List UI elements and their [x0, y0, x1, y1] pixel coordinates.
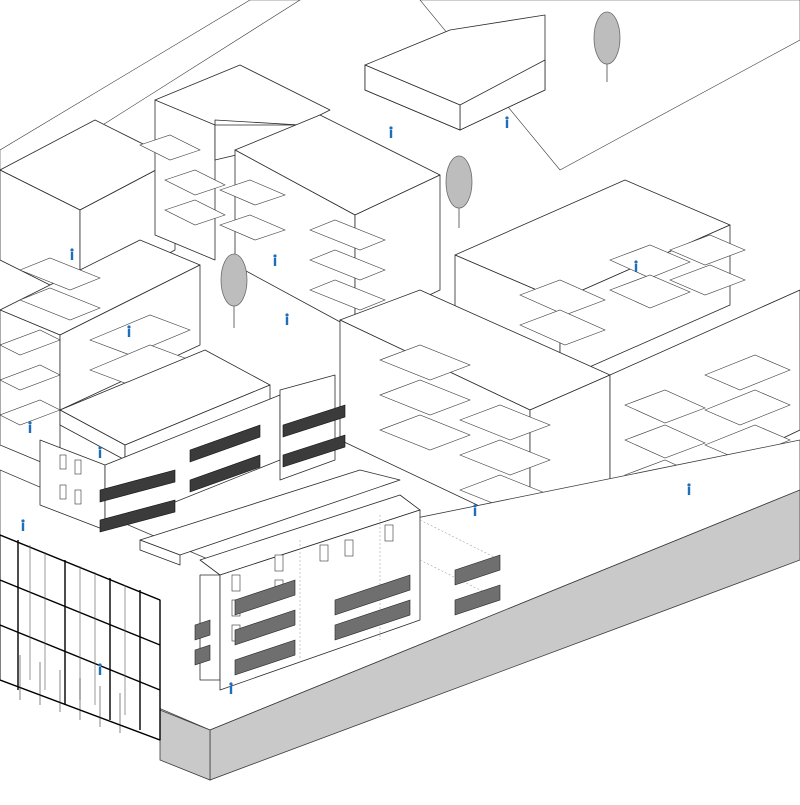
tree-icon	[593, 11, 621, 82]
person-figure-icon	[21, 519, 25, 531]
person-figure-icon	[70, 248, 74, 260]
person-figure-icon	[98, 446, 102, 458]
section-cut	[0, 534, 161, 741]
person-figure-icon	[28, 421, 32, 433]
townhouse-row	[194, 494, 501, 691]
person-figure-icon	[634, 260, 638, 272]
trees	[220, 11, 621, 328]
person-figure-icon	[273, 254, 277, 266]
person-figure-icon	[389, 126, 393, 138]
person-figure-icon	[285, 313, 289, 325]
people	[21, 116, 691, 694]
person-figure-icon	[687, 483, 691, 495]
person-figure-icon	[473, 504, 477, 516]
balcony-slabs	[0, 134, 791, 511]
person-figure-icon	[229, 682, 233, 694]
courtyard-building	[39, 349, 401, 566]
person-figure-icon	[98, 663, 102, 675]
tree-icon	[445, 155, 473, 228]
tree-icon	[220, 253, 248, 328]
person-figure-icon	[127, 325, 131, 337]
person-figure-icon	[505, 116, 509, 128]
